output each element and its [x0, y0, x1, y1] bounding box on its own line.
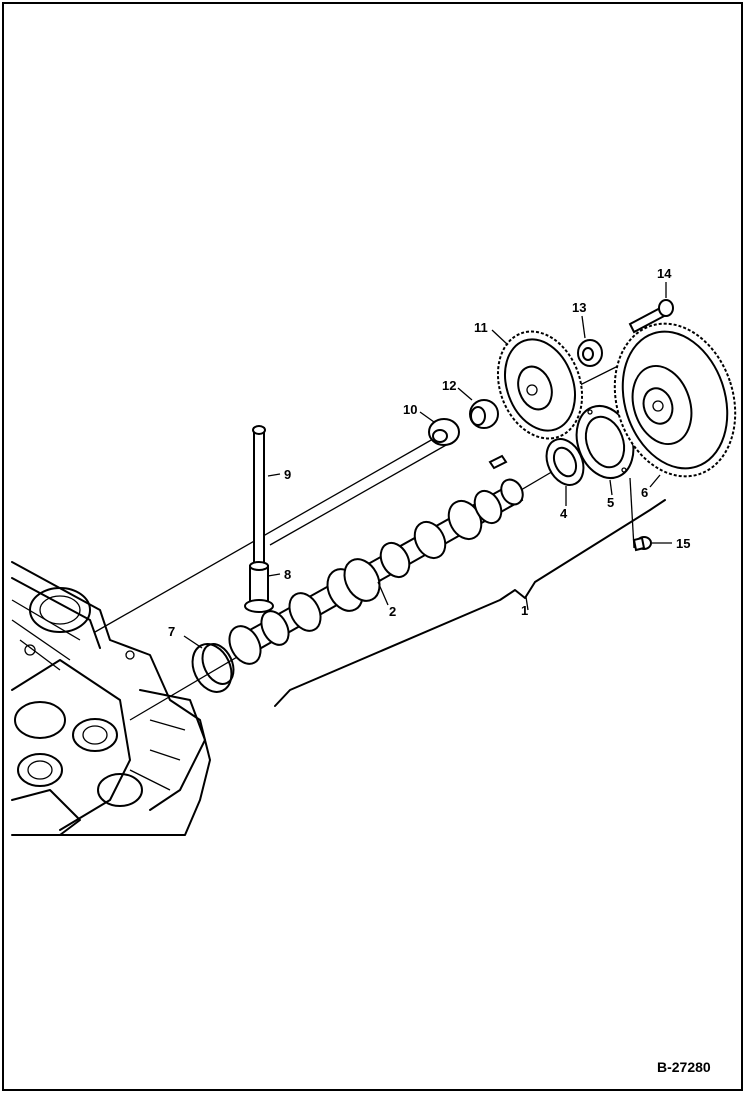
callout-1: 1 [521, 603, 528, 618]
camshaft [228, 478, 524, 665]
leader-lines [183, 282, 672, 649]
retainer-screw [629, 477, 652, 552]
callout-10: 10 [403, 402, 417, 417]
callout-15: 15 [676, 536, 690, 551]
snap-ring [191, 643, 235, 693]
callout-13: 13 [572, 300, 586, 315]
callout-12: 12 [442, 378, 456, 393]
bushing [469, 399, 499, 429]
callout-4: 4 [560, 506, 568, 521]
tappet [244, 561, 274, 613]
idler-shaft [428, 418, 460, 446]
figure-code: B-27280 [657, 1059, 711, 1075]
cam-gear [613, 322, 737, 478]
callout-9: 9 [284, 467, 291, 482]
push-rod [252, 425, 266, 569]
callout-7: 7 [168, 624, 175, 639]
gear-bolt [628, 299, 674, 334]
engine-block [11, 561, 211, 836]
callout-8: 8 [284, 567, 291, 582]
callout-2: 2 [389, 604, 396, 619]
idler-gear [496, 330, 584, 440]
callout-6: 6 [641, 485, 648, 500]
callout-labels: 1 2 4 5 6 7 8 9 10 11 12 13 14 15 [168, 266, 690, 639]
callout-5: 5 [607, 495, 614, 510]
woodruff-key [488, 454, 508, 470]
thrust-washer [577, 339, 603, 367]
assembly-bracket [274, 499, 666, 707]
callout-11: 11 [474, 320, 488, 335]
callout-14: 14 [657, 266, 672, 281]
